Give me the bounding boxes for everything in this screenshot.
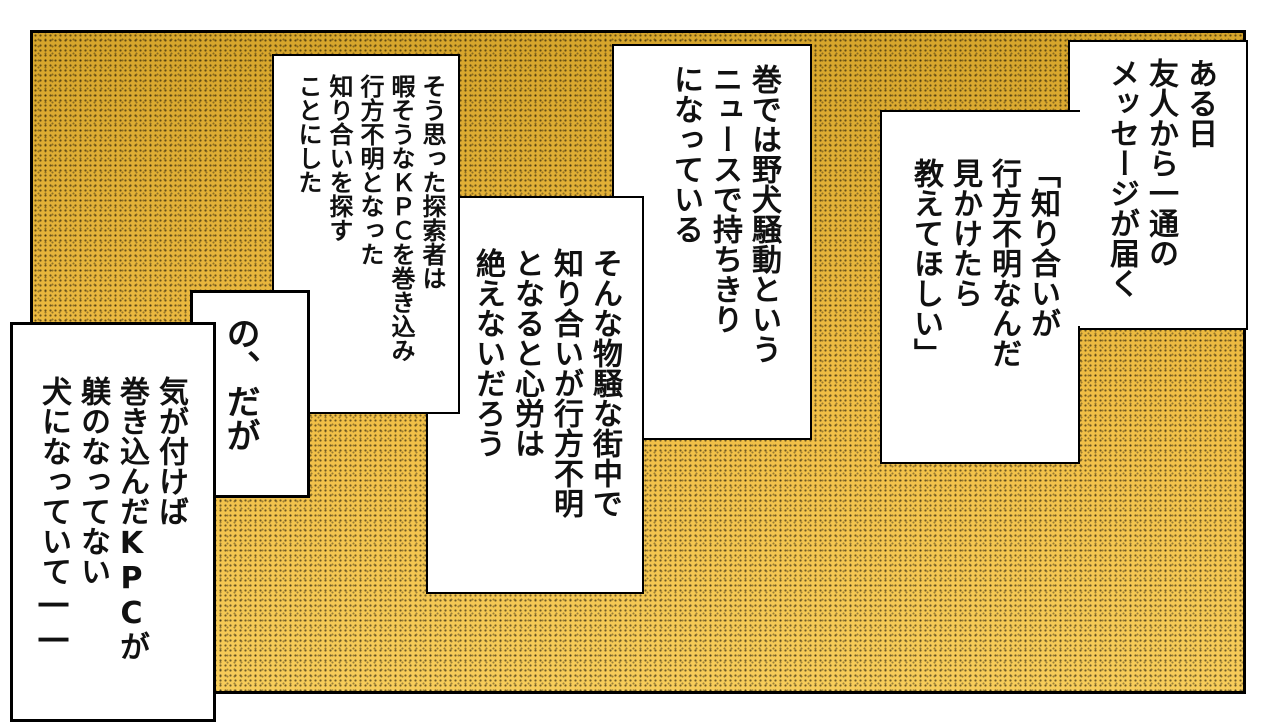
caption-worry: そんな物騒な街中で 知り合いが行方不明 となると心労は 絶えないだろう <box>470 248 622 518</box>
caption-quote: 「知り合いが 行方不明なんだ 見かけたら 教えてほしい」 <box>908 158 1060 368</box>
caption-investigator: そう思った探索者は 暇そうなＫＰＣを巻き込み 行方不明となった 知り合いを探す … <box>294 74 446 362</box>
caption-kpc-dog: 気が付けば 巻き込んだKPCが 躾のなってない 犬になっていて―― <box>36 376 188 661</box>
caption-news: 巻では野犬騒動という ニュースで持ちきり になっている <box>668 64 781 364</box>
caption-box-quote <box>880 110 1080 464</box>
caption-box-kpc-dog <box>10 322 216 722</box>
caption-box-message-arrival <box>1068 40 1248 330</box>
caption-message-arrival: ある日 友人から一通の メッセージが届く <box>1104 58 1217 298</box>
caption-but: の、だが <box>220 316 260 452</box>
